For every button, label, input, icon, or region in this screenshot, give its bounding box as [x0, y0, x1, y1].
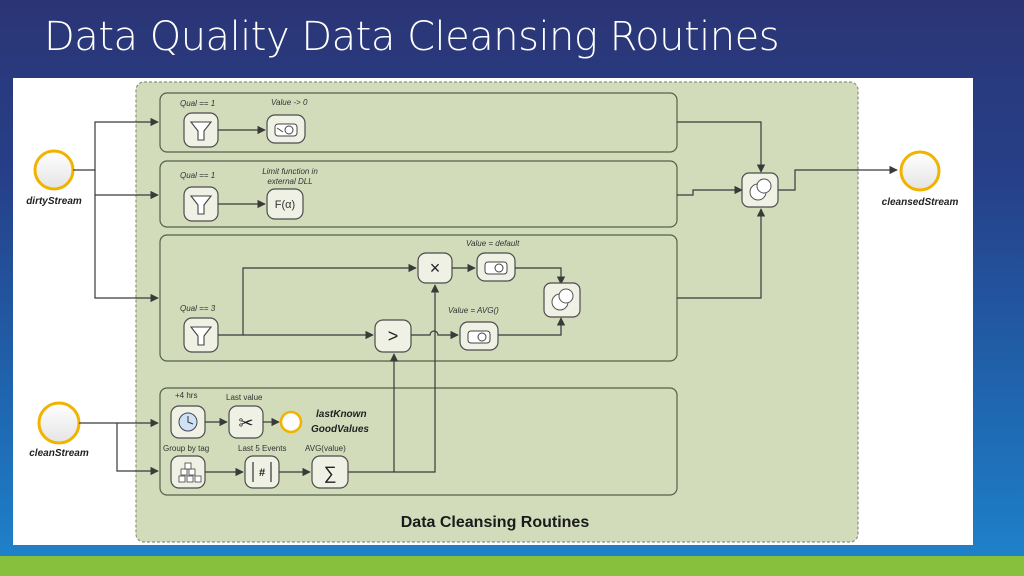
lane-qual3: [159, 234, 678, 362]
merge-gateway[interactable]: [741, 172, 779, 208]
greater-than-icon: >: [388, 326, 399, 346]
projector-icon: [467, 330, 491, 344]
lane-clean: [159, 387, 678, 496]
last-value-task[interactable]: ✂: [228, 405, 264, 439]
last-known-label-2: GoodValues: [311, 424, 369, 435]
projector-icon: [274, 123, 298, 137]
footer-bar: [0, 556, 1024, 576]
function-icon: F(α): [275, 199, 295, 211]
edge-clean-lane4b: [116, 423, 159, 476]
edge-l3-d: [411, 330, 459, 340]
filter-task-3[interactable]: [183, 317, 219, 353]
label-value-gt0: Value -> 0: [271, 98, 308, 107]
cleansed-stream-label: cleansedStream: [882, 197, 959, 208]
projector-icon: [484, 261, 508, 275]
funnel-icon: [189, 121, 213, 141]
set-avg-task[interactable]: [459, 321, 499, 351]
edge-l3-c: [515, 267, 566, 285]
clean-stream-label: cleanStream: [29, 448, 89, 459]
label-qual3: Qual == 3: [180, 304, 216, 313]
funnel-icon: [189, 326, 213, 346]
diagram-canvas: Data Cleansing Routines dirtyStream clea…: [13, 78, 973, 545]
cleansed-stream-event[interactable]: [899, 150, 941, 192]
edge-sum-multiply: [394, 284, 440, 473]
lane-qual1-value: [159, 92, 678, 153]
edge-lane3-merge: [677, 208, 766, 299]
sum-task[interactable]: ∑: [311, 455, 349, 489]
filter-task-1[interactable]: [183, 112, 219, 148]
label-last-value: Last value: [226, 393, 263, 402]
set-default-task[interactable]: [476, 252, 516, 282]
diagram-svg: Data Cleansing Routines dirtyStream clea…: [26, 81, 959, 543]
group-by-task[interactable]: [170, 455, 206, 489]
label-limit-2: external DLL: [267, 177, 312, 186]
slide-title: Data Quality Data Cleansing Routines: [44, 14, 780, 60]
sigma-icon: ∑: [324, 463, 337, 483]
edge-l3-e: [498, 317, 566, 336]
limit-function-task[interactable]: F(α): [266, 188, 304, 220]
label-limit-1: Limit function in: [262, 167, 318, 176]
label-value-avg: Value = AVG(): [448, 306, 499, 315]
label-value-default: Value = default: [466, 239, 520, 248]
cubes-icon: [178, 462, 202, 483]
label-avg-value: AVG(value): [305, 444, 346, 453]
time-window-task[interactable]: [170, 405, 206, 439]
count-window-task[interactable]: #: [244, 455, 280, 489]
footer-stripe: [0, 545, 1024, 556]
label-plus4: +4 hrs: [175, 391, 197, 400]
edge-l3-multiply: [218, 263, 417, 336]
set-value-task-1[interactable]: [266, 114, 306, 144]
dirty-stream-event[interactable]: [33, 149, 75, 191]
label-qual1b: Qual == 1: [180, 171, 215, 180]
edge-merge-cleansed: [778, 165, 898, 191]
label-group-by: Group by tag: [163, 444, 209, 453]
label-last5: Last 5 Events: [238, 444, 286, 453]
last-known-event[interactable]: [279, 410, 303, 434]
lane-qual1-limit: [159, 160, 678, 228]
edge-lane2-merge: [677, 185, 743, 196]
scissors-icon: ✂: [238, 413, 253, 433]
filter-task-2[interactable]: [183, 186, 219, 222]
container-title: Data Cleansing Routines: [401, 514, 590, 531]
hash-icon: #: [259, 467, 265, 479]
edge-dirty-lane1: [73, 117, 159, 171]
dirty-stream-label: dirtyStream: [26, 196, 82, 207]
multiply-task[interactable]: ×: [417, 252, 453, 284]
last-known-label-1: lastKnown: [316, 409, 367, 420]
multiply-icon: ×: [430, 258, 441, 278]
edge-dirty-lane3: [94, 195, 159, 303]
clean-stream-event[interactable]: [37, 401, 81, 445]
lane3-merge-gateway[interactable]: [543, 282, 581, 318]
funnel-icon: [189, 195, 213, 215]
label-qual1a: Qual == 1: [180, 99, 215, 108]
edge-lane1-merge: [677, 121, 766, 173]
clock-icon: [178, 412, 198, 432]
compare-task[interactable]: >: [374, 319, 412, 353]
